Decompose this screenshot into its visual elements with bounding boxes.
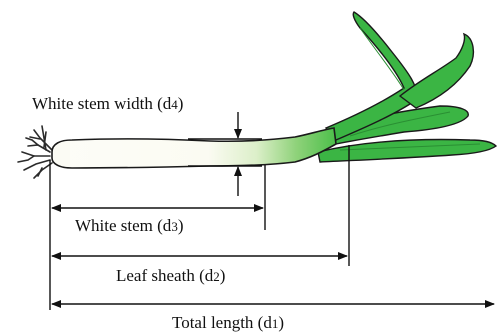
white-stem-text: White stem (d	[75, 216, 171, 235]
white-stem-close: )	[178, 216, 184, 235]
leaf-sheath-close: )	[220, 266, 226, 285]
total-length-label: Total length (d1)	[172, 313, 284, 334]
leaf-sheath-text: Leaf sheath (d	[116, 266, 213, 285]
total-length-close: )	[278, 313, 284, 332]
leaf-upper-right	[400, 34, 473, 108]
total-length-text: Total length (d	[172, 313, 272, 332]
white-stem-width-close: )	[178, 94, 184, 113]
white-stem-width-text: White stem width (d	[32, 94, 171, 113]
roots	[18, 126, 52, 178]
white-stem-label: White stem (d3)	[75, 216, 183, 237]
leaf-sheath-label: Leaf sheath (d2)	[116, 266, 225, 287]
white-stem-width-label: White stem width (d4)	[32, 94, 183, 115]
white-stem	[52, 128, 336, 168]
